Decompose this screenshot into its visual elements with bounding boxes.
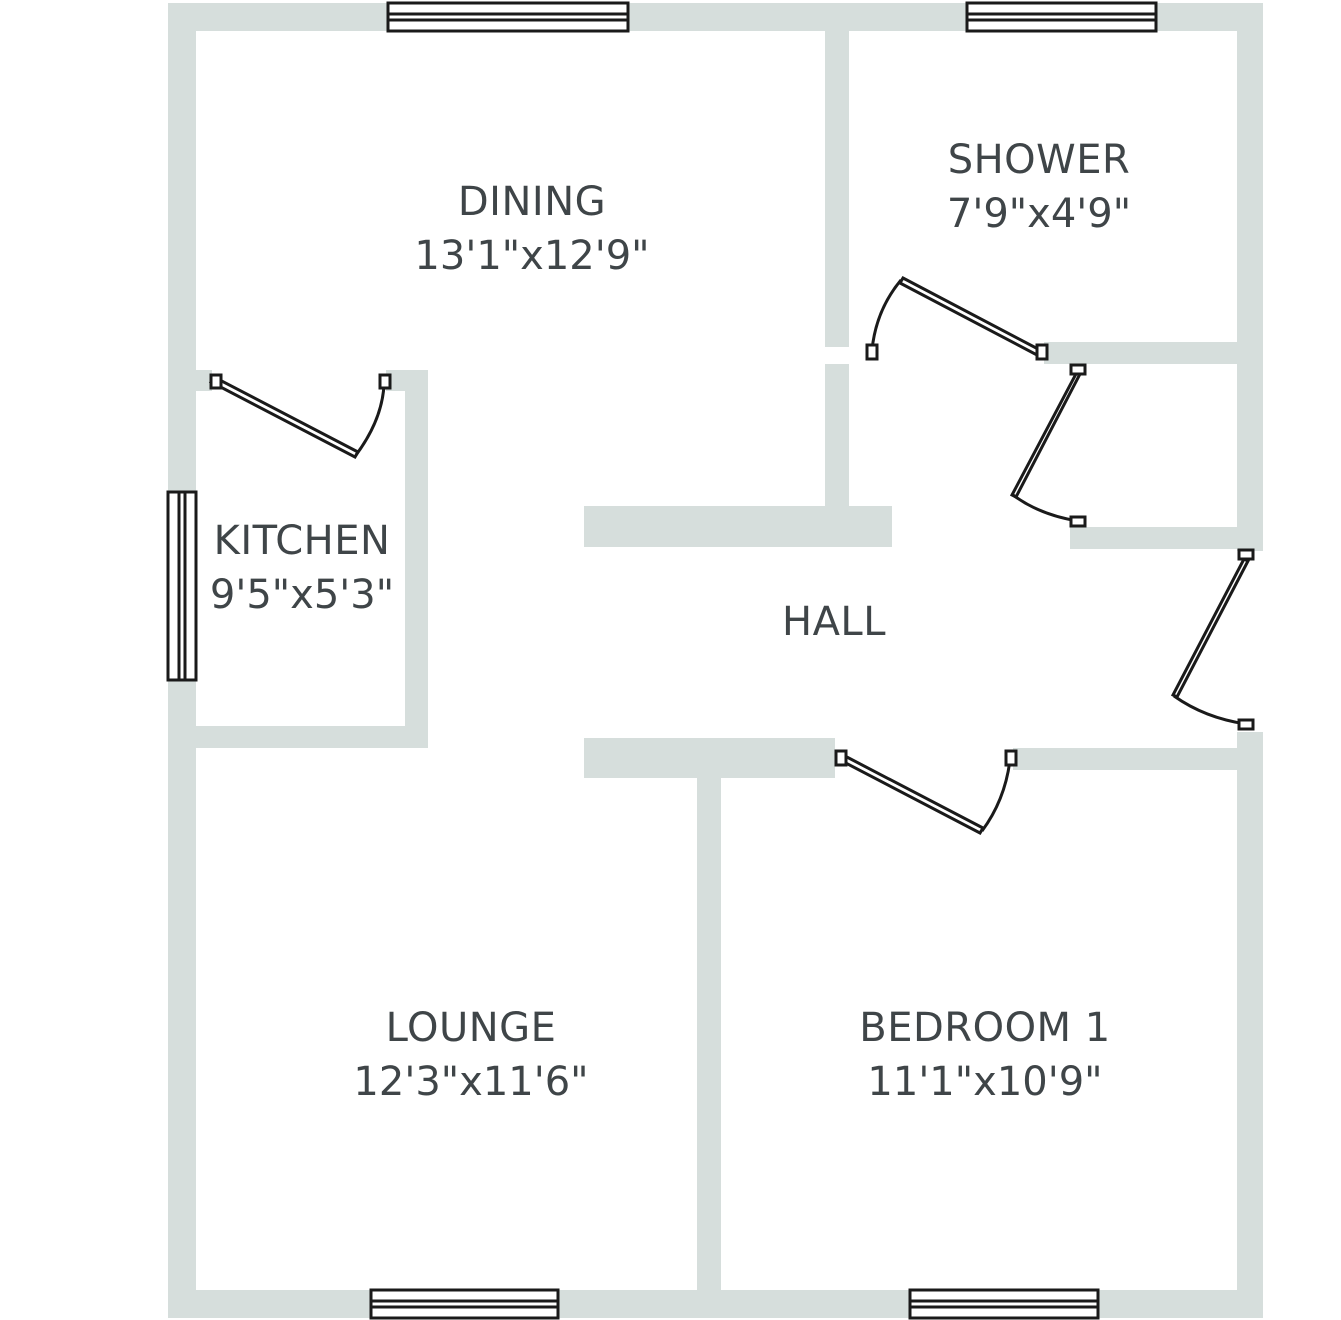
room-label-dining: DINING 13'1"x12'9"	[414, 182, 649, 276]
room-size-dining: 13'1"x12'9"	[414, 233, 650, 279]
door-bedroom	[834, 749, 1018, 835]
door-cupboard	[1009, 363, 1087, 528]
window-dining	[386, 1, 630, 33]
wall-bedroom-north	[1013, 748, 1263, 770]
wall-kitchen-top-left	[196, 370, 212, 391]
wall-lounge-bedroom	[697, 770, 721, 1290]
room-size-kitchen: 9'5"x5'3"	[209, 572, 395, 618]
room-label-shower: SHOWER 7'9"x4'9"	[947, 140, 1131, 234]
room-name-hall: HALL	[781, 599, 887, 645]
room-label-kitchen: KITCHEN 9'5"x5'3"	[210, 521, 394, 615]
wall-outer-right-lower	[1237, 732, 1263, 1318]
wall-shower-south	[1044, 342, 1237, 364]
room-label-lounge: LOUNGE 12'3"x11'6"	[353, 1008, 588, 1102]
door-kitchen	[208, 373, 392, 459]
door-shower	[865, 276, 1049, 361]
door-entrance	[1170, 548, 1255, 731]
wall-kitchen-bottom	[196, 726, 428, 748]
wall-dining-shower	[825, 31, 849, 347]
wall-hall-upper-right	[825, 364, 849, 507]
room-label-bedroom1: BEDROOM 1 11'1"x10'9"	[859, 1008, 1110, 1102]
window-bedroom	[908, 1288, 1100, 1320]
wall-cupboard-south	[1070, 527, 1263, 549]
window-lounge	[369, 1288, 560, 1320]
room-size-shower: 7'9"x4'9"	[946, 191, 1132, 237]
room-name-lounge: LOUNGE	[385, 1005, 557, 1051]
room-name-kitchen: KITCHEN	[213, 518, 391, 564]
room-name-shower: SHOWER	[947, 137, 1131, 183]
room-label-hall: HALL	[782, 602, 886, 642]
window-kitchen	[166, 490, 198, 682]
room-size-bedroom1: 11'1"x10'9"	[867, 1059, 1103, 1105]
wall-hall-north	[584, 506, 892, 547]
window-shower	[965, 1, 1158, 33]
room-name-bedroom1: BEDROOM 1	[859, 1005, 1111, 1051]
room-size-lounge: 12'3"x11'6"	[353, 1059, 589, 1105]
wall-outer-right-upper	[1237, 3, 1263, 551]
wall-kitchen-right	[405, 370, 428, 748]
room-name-dining: DINING	[457, 179, 607, 225]
